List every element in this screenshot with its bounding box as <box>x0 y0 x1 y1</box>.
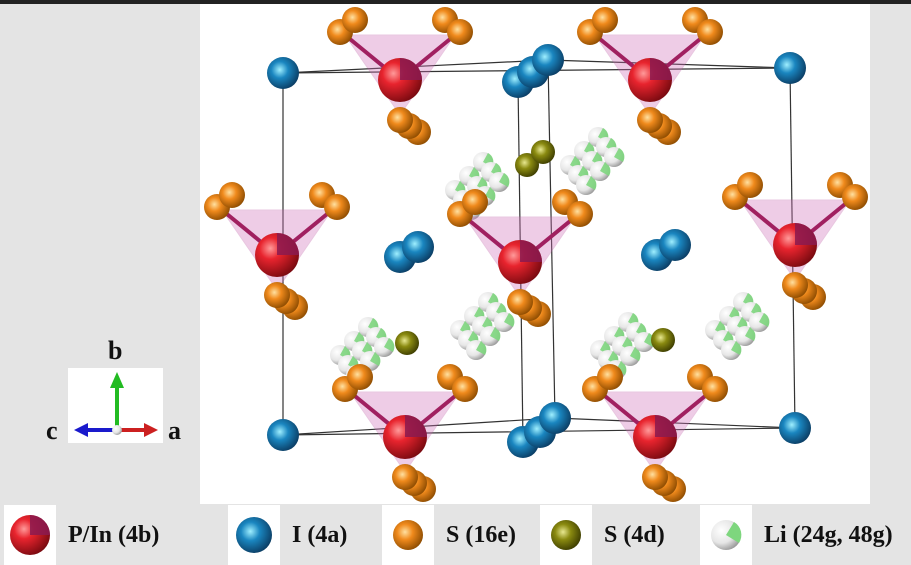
sulfur-16e-atom <box>697 19 723 45</box>
legend-item-li: Li (24g, 48g) <box>700 505 893 565</box>
lithium-atom-partial <box>630 347 641 361</box>
lithium-atom-partial <box>600 162 611 176</box>
lithium-atom-partial <box>614 148 625 162</box>
lithium-atom-partial <box>384 338 395 352</box>
sulfur-4d-atom-icon <box>551 520 581 550</box>
in-atom-partial <box>400 58 422 80</box>
sulfur-16e-atom <box>702 376 728 402</box>
cell-edge <box>547 59 556 419</box>
legend: P/In (4b) I (4a) S (16e) S (4d) Li (24g,… <box>0 505 911 565</box>
iodine-atom-icon <box>236 517 272 553</box>
iodine-atom <box>539 402 571 434</box>
sulfur-16e-atom <box>462 189 488 215</box>
axis-label-a: a <box>168 416 181 445</box>
axis-label-b: b <box>108 336 123 365</box>
sulfur-16e-atom <box>597 364 623 390</box>
lithium-atom-partial <box>490 327 501 341</box>
top-border <box>0 0 911 4</box>
axis-arrows <box>74 372 158 437</box>
sulfur-16e-atom <box>447 19 473 45</box>
legend-item-s-16e: S (16e) <box>382 505 516 565</box>
lithium-atom-partial <box>504 313 515 327</box>
sulfur-16e-atom <box>567 201 593 227</box>
in-atom-partial <box>655 415 677 437</box>
p-in-atom-icon <box>10 515 50 555</box>
sulfur-4d-atom <box>531 140 555 164</box>
sulfur-4d-atom <box>515 153 539 177</box>
sulfur-16e-atom <box>737 172 763 198</box>
c-axis-arrowhead <box>74 423 88 437</box>
in-atom-partial <box>650 58 672 80</box>
in-atom-partial <box>520 240 542 262</box>
iodine-atom <box>532 44 564 76</box>
sulfur-16e-atom <box>392 464 418 490</box>
sulfur-16e-atom-icon <box>393 520 423 550</box>
in-atom-partial <box>405 415 427 437</box>
iodine-atom <box>267 419 299 451</box>
sulfur-16e-atom <box>642 464 668 490</box>
sulfur-16e-atom <box>782 272 808 298</box>
sulfur-16e-atom <box>452 376 478 402</box>
iodine-atom <box>402 231 434 263</box>
iodine-atom <box>779 412 811 444</box>
sulfur-16e-atom <box>324 194 350 220</box>
lithium-atom-partial <box>370 352 381 366</box>
lithium-atom-partial <box>586 176 597 190</box>
iodine-atom <box>267 57 299 89</box>
b-axis-arrowhead <box>110 372 124 388</box>
axis-indicator <box>68 368 163 443</box>
sulfur-16e-atom <box>387 107 413 133</box>
sulfur-16e-atom <box>592 7 618 33</box>
sulfur-4d-atom <box>651 328 675 352</box>
atoms <box>204 7 868 502</box>
a-axis-arrowhead <box>144 423 158 437</box>
sulfur-16e-atom <box>347 364 373 390</box>
legend-item-p-in: P/In (4b) <box>4 505 159 565</box>
in-atom-partial <box>277 233 299 255</box>
lithium-atom-partial <box>759 313 770 327</box>
legend-item-iodine: I (4a) <box>228 505 347 565</box>
iodine-atom <box>774 52 806 84</box>
sulfur-16e-atom <box>264 282 290 308</box>
axis-origin <box>112 425 122 435</box>
lithium-atom-partial <box>499 173 510 187</box>
lithium-atom-partial <box>745 327 756 341</box>
sulfur-16e-atom <box>637 107 663 133</box>
iodine-atom <box>659 229 691 261</box>
sulfur-16e-atom <box>219 182 245 208</box>
sulfur-16e-atom <box>342 7 368 33</box>
legend-item-s-4d: S (4d) <box>540 505 665 565</box>
lithium-atom-icon <box>711 520 742 550</box>
sulfur-4d-atom <box>395 331 419 355</box>
axis-label-c: c <box>46 416 58 445</box>
sulfur-16e-atom <box>842 184 868 210</box>
lithium-atom-partial <box>476 341 487 355</box>
in-atom-partial <box>795 223 817 245</box>
lithium-atom-partial <box>731 341 742 355</box>
sulfur-16e-atom <box>507 289 533 315</box>
lithium-atom-partial <box>485 187 496 201</box>
lithium-atom-partial <box>616 361 627 375</box>
